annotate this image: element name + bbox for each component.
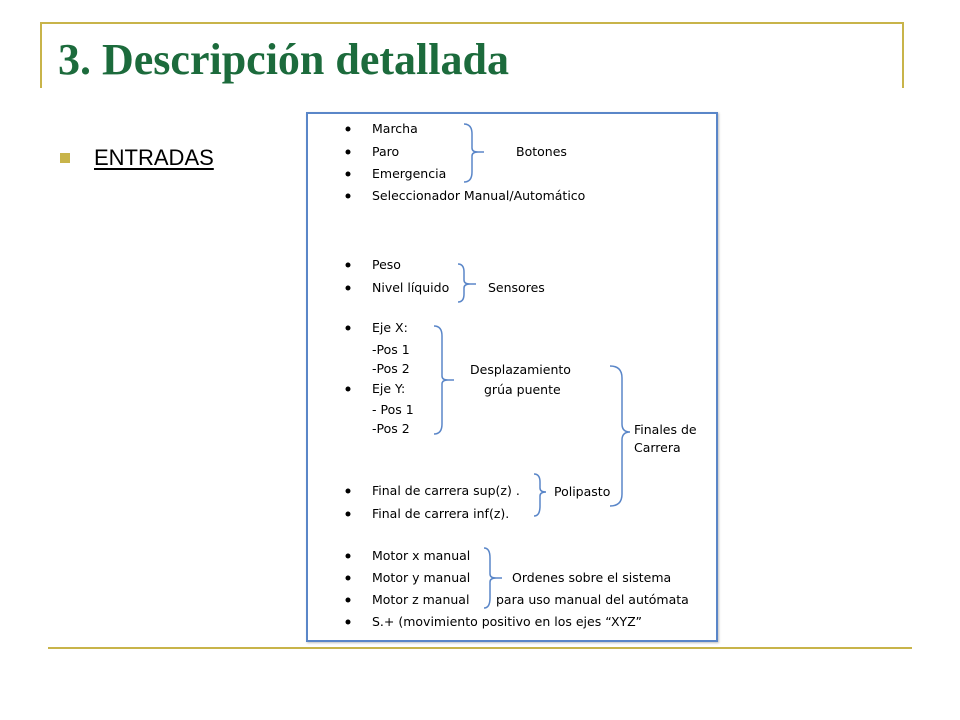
bracket-ordenes	[483, 547, 497, 609]
bracket-desplazamiento	[433, 325, 449, 435]
label-botones: Botones	[516, 144, 567, 159]
item-eje-x: Eje X:	[372, 320, 408, 335]
label-finales-1: Finales de	[634, 422, 697, 437]
item-final-inf: Final de carrera inf(z).	[372, 506, 509, 521]
frame-right-line	[902, 22, 904, 88]
label-sensores: Sensores	[488, 280, 545, 295]
item-motor-z: Motor z manual	[372, 592, 469, 607]
bracket-botones	[463, 123, 479, 183]
item-eje-y-pos1: - Pos 1	[372, 402, 414, 417]
item-s-plus: S.+ (movimiento positivo en los ejes “XY…	[372, 614, 642, 629]
bullet-dot	[345, 553, 351, 559]
label-polipasto: Polipasto	[554, 484, 610, 499]
item-motor-y: Motor y manual	[372, 570, 470, 585]
item-paro: Paro	[372, 144, 399, 159]
slide-title: 3. Descripción detallada	[58, 35, 509, 84]
item-eje-x-pos1: -Pos 1	[372, 342, 410, 357]
bracket-sensores	[457, 263, 471, 303]
bullet-dot	[345, 171, 351, 177]
label-finales-2: Carrera	[634, 440, 681, 455]
bullet-dot	[345, 193, 351, 199]
bracket-finales	[609, 365, 631, 507]
bullet-dot	[345, 285, 351, 291]
bullet-dot	[345, 262, 351, 268]
bullet-dot	[345, 619, 351, 625]
label-desplazamiento-2: grúa puente	[484, 382, 561, 397]
item-motor-x: Motor x manual	[372, 548, 470, 563]
item-eje-x-pos2: -Pos 2	[372, 361, 410, 376]
item-nivel: Nivel líquido	[372, 280, 449, 295]
item-final-sup: Final de carrera sup(z) .	[372, 483, 520, 498]
square-bullet-icon	[60, 153, 70, 163]
item-eje-y: Eje Y:	[372, 381, 405, 396]
inputs-figure-svg: Marcha Paro Emergencia Seleccionador Man…	[345, 121, 697, 629]
bullet-dot	[345, 575, 351, 581]
bullet-dot	[345, 597, 351, 603]
bullet-dot	[345, 325, 351, 331]
inputs-figure: Marcha Paro Emergencia Seleccionador Man…	[306, 112, 718, 642]
item-peso: Peso	[372, 257, 401, 272]
label-desplazamiento-1: Desplazamiento	[470, 362, 571, 377]
bullet-dot	[345, 511, 351, 517]
item-emergencia: Emergencia	[372, 166, 446, 181]
frame-left-line	[40, 22, 42, 88]
item-eje-y-pos2: -Pos 2	[372, 421, 410, 436]
label-ordenes-1: Ordenes sobre el sistema	[512, 570, 671, 585]
bullet-item: ENTRADAS	[60, 145, 214, 171]
bracket-polipasto	[533, 473, 547, 517]
frame-top-line	[40, 22, 904, 24]
bullet-dot	[345, 386, 351, 392]
item-marcha: Marcha	[372, 121, 418, 136]
bullet-dot	[345, 149, 351, 155]
bullet-dot	[345, 126, 351, 132]
label-ordenes-2: para uso manual del autómata	[496, 592, 689, 607]
item-seleccionador: Seleccionador Manual/Automático	[372, 188, 585, 203]
bullet-text: ENTRADAS	[94, 145, 214, 170]
bullet-dot	[345, 488, 351, 494]
frame-bottom-line	[48, 647, 912, 649]
